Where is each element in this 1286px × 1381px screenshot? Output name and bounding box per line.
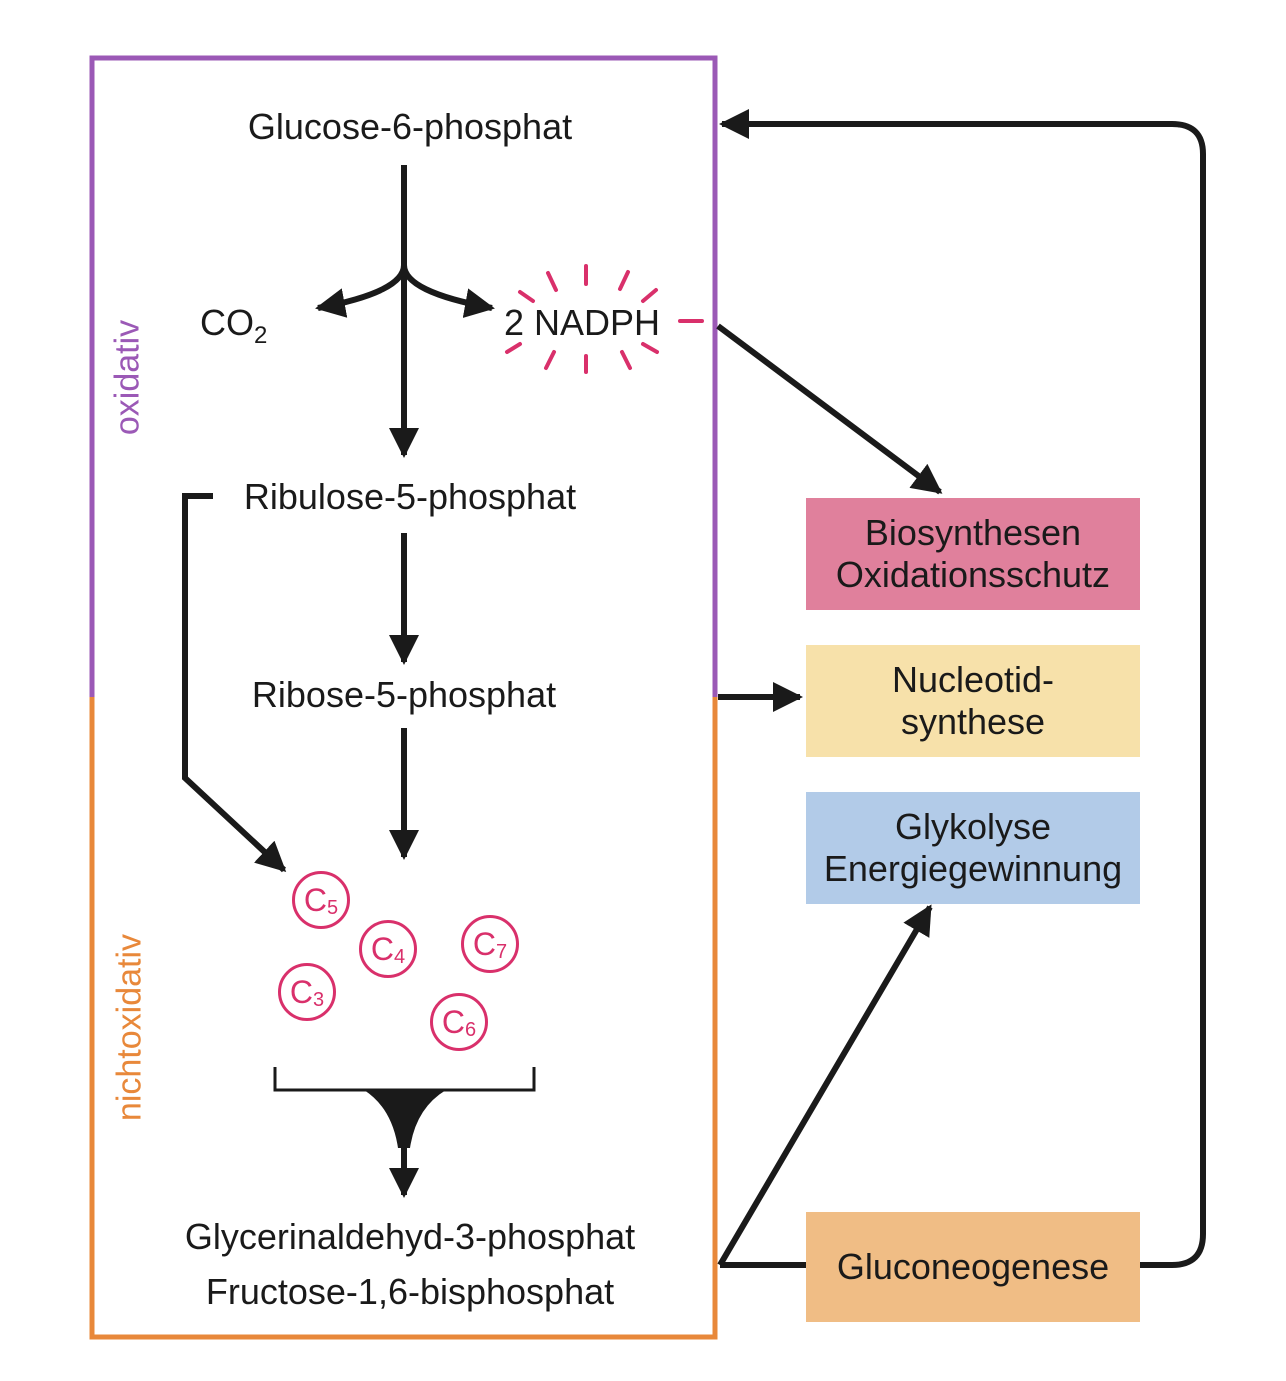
nucleotide-synthesis-box: Nucleotid- synthese [806,645,1140,757]
arrow-to-nadph [401,264,495,318]
gluconeogenesis-label: Gluconeogenese [836,1246,1110,1287]
arrow-to-co2 [315,264,407,318]
glycolysis-line2: Energiegewinnung [823,848,1123,889]
biosynthesis-line2: Oxidationsschutz [835,554,1111,595]
nadph-label: 2 NADPH [504,302,661,343]
co2-label: CO2 [200,302,268,350]
glycolysis-line1: Glykolyse [894,806,1052,847]
arrow-gluconeogenesis-loop [719,109,1206,1268]
nonoxidative-frame [89,697,718,1340]
ribulose-5-phosphate-label: Ribulose-5-phosphat [243,476,577,517]
pool-bracket [273,1067,536,1092]
glyceraldehyde-3-phosphate-label: Glycerinaldehyd-3-phosphat [184,1216,636,1257]
nucleotide-line2: synthese [900,701,1046,742]
ribose-5-phosphate-label: Ribose-5-phosphat [251,674,557,715]
gluconeogenesis-box: Gluconeogenese [806,1212,1140,1322]
glucose-6-phosphate-label: Glucose-6-phosphat [247,106,573,147]
glycolysis-box: Glykolyse Energiegewinnung [806,792,1140,904]
fructose-bisphosphate-label: Fructose-1,6-bisphosphat [205,1271,615,1312]
arrow-to-glycolysis [717,904,933,1267]
nucleotide-line1: Nucleotid- [891,659,1055,700]
oxidative-frame [89,55,718,697]
arrow-nadph-to-biosynthesis [716,323,943,495]
oxidative-section-label: oxidativ [108,319,147,436]
pool-funnel [364,1090,446,1148]
biosynthesis-line1: Biosynthesen [864,512,1082,553]
arrow-ru5p-to-pool [182,493,287,873]
nonoxidative-section-label: nichtoxidativ [110,933,149,1122]
biosynthesis-box: Biosynthesen Oxidationsschutz [806,498,1140,610]
nadph-glow [505,264,704,374]
